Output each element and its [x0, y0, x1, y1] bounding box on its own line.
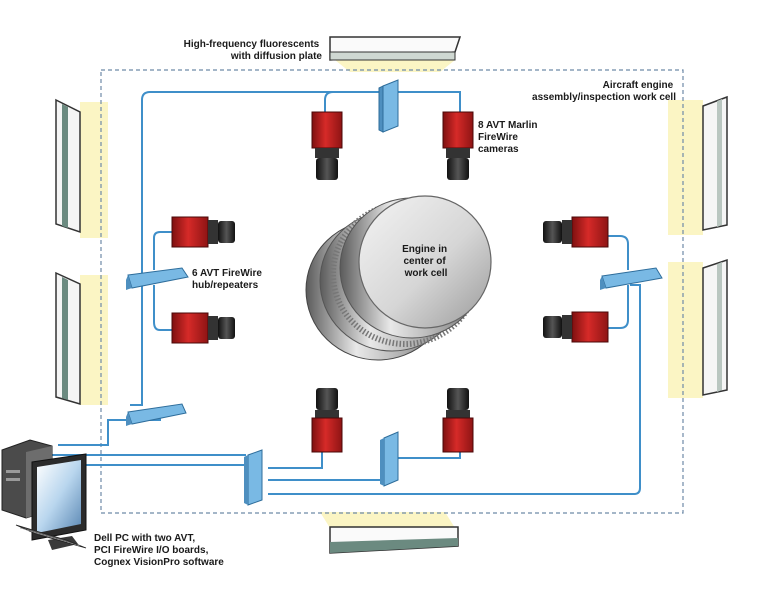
hub-icon: [378, 79, 399, 133]
camera-icon: [311, 111, 343, 180]
camera-icon: [311, 388, 343, 453]
hub-icon: [244, 449, 263, 506]
hub-icon: [126, 267, 189, 290]
camera-icon: [171, 216, 235, 248]
camera-icon: [442, 111, 474, 180]
engine-label: Engine in center of work cell: [402, 244, 450, 279]
fluorescent-light-icon: [329, 36, 462, 61]
firewire-cables: [50, 91, 641, 495]
camera-icon: [171, 312, 235, 344]
computer-icon: [1, 439, 87, 550]
fluorescent-light-icon: [702, 95, 728, 231]
fluorescent-light-icon: [55, 271, 81, 405]
camera-icon: [442, 388, 474, 453]
light-glows: [80, 60, 703, 528]
hub-icon: [600, 267, 663, 290]
camera-icon: [543, 216, 609, 248]
cameras-label: 8 AVT Marlin FireWire cameras: [478, 120, 540, 155]
work-cell-label: Aircraft engine assembly/inspection work…: [532, 80, 676, 103]
hub-icon: [126, 403, 187, 426]
pc-label: Dell PC with two AVT, PCI FireWire I/O b…: [94, 533, 224, 568]
camera-icon: [543, 311, 609, 343]
lights-label: High-frequency fluorescents with diffusi…: [184, 39, 323, 62]
engine-icon: [305, 195, 492, 361]
fluorescent-light-icon: [329, 526, 459, 554]
fluorescent-light-icon: [55, 98, 81, 234]
hub-icon: [380, 431, 399, 487]
hubs-label: 6 AVT FireWire hub/repeaters: [192, 268, 265, 291]
work-cell-border: [100, 69, 684, 514]
fluorescent-light-icon: [702, 258, 728, 396]
